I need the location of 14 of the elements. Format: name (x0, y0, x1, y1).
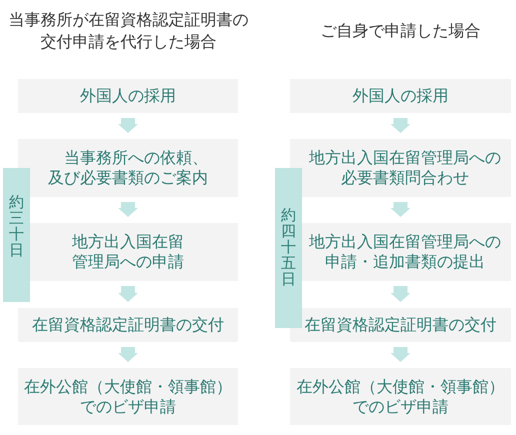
duration-band: 約三十日 (3, 168, 30, 302)
step-box: 在留資格認定証明書の交付 (290, 308, 511, 342)
step-box: 外国人の採用 (18, 79, 238, 113)
step-box: 当事務所への依頼、及び必要書類のご案内 (18, 139, 238, 197)
step-box: 地方出入国在留管理局への申請 (30, 223, 238, 281)
step-box: 外国人の採用 (290, 79, 511, 113)
step-box: 在外公館（大使館・領事館）でのビザ申請 (18, 368, 238, 425)
duration-band: 約四十五日 (275, 168, 302, 328)
step-box: 在留資格認定証明書の交付 (18, 308, 238, 342)
column-heading: 当事務所が在留資格認定証明書の交付申請を代行した場合 (8, 9, 250, 53)
step-box: 地方出入国在留管理局への必要書類問合わせ (290, 139, 511, 197)
column-heading: ご自身で申請した場合 (320, 20, 482, 42)
step-box: 地方出入国在留管理局への申請・追加書類の提出 (302, 223, 511, 281)
step-box: 在外公館（大使館・領事館）でのビザ申請 (290, 368, 511, 425)
